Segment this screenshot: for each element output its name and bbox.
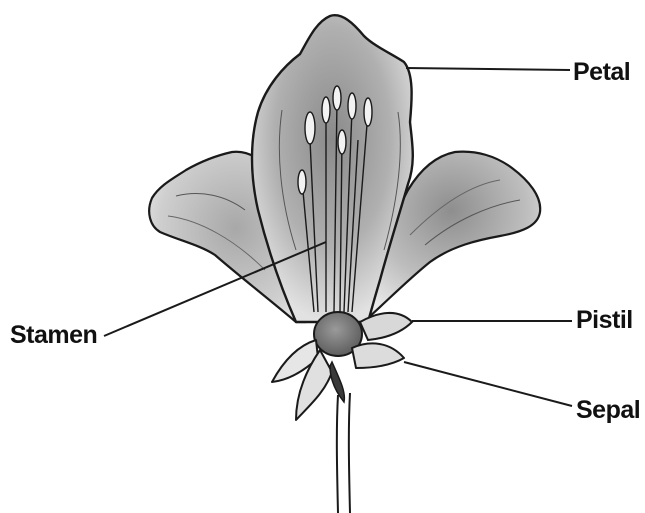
stamen-label: Stamen [10, 323, 97, 348]
stem [337, 393, 350, 513]
pistil-label: Pistil [576, 308, 633, 333]
leader-petal [406, 68, 570, 70]
sepal-label: Sepal [576, 398, 640, 423]
petal-label: Petal [573, 60, 630, 85]
leader-sepal [404, 362, 572, 406]
